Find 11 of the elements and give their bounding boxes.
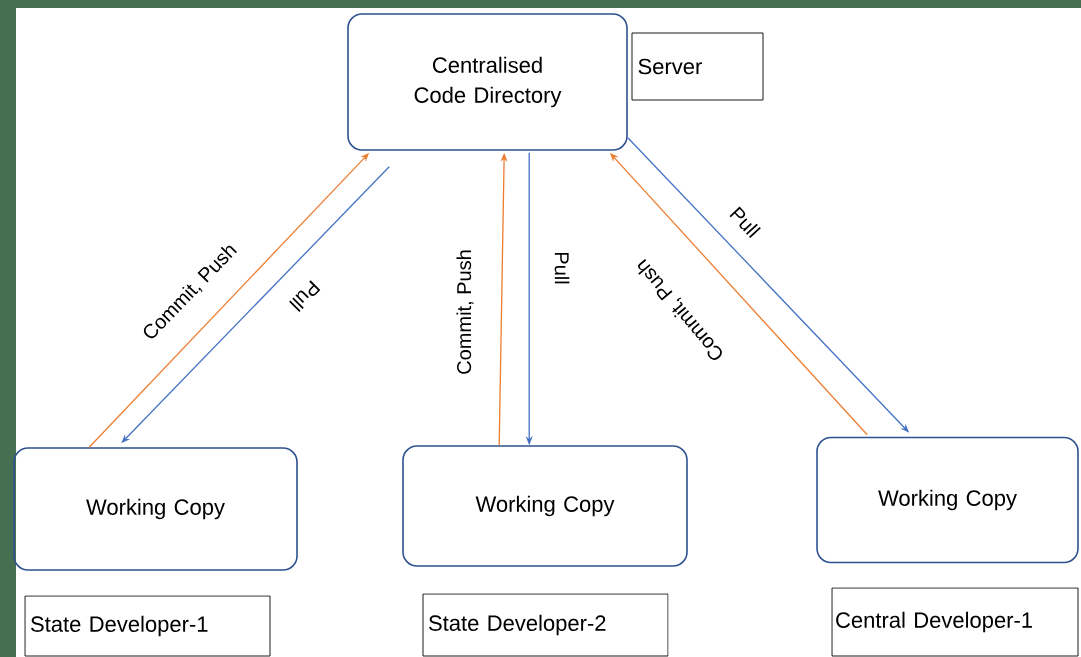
label-box: Central Developer-1 — [831, 587, 1079, 657]
edge-label: Pull — [726, 203, 764, 241]
edge-label: Commit, Push — [455, 248, 475, 376]
directory-box: Centralised Code Directory — [347, 13, 628, 151]
label-box: Server — [631, 32, 764, 101]
process-box: Working Copy — [13, 447, 298, 571]
process-box: Working Copy — [402, 445, 688, 567]
process-box: Working Copy — [816, 436, 1079, 564]
label-box: State Developer-1 — [24, 595, 271, 657]
label-box: State Developer-2 — [422, 593, 669, 657]
edge-label: Pull — [286, 277, 324, 315]
